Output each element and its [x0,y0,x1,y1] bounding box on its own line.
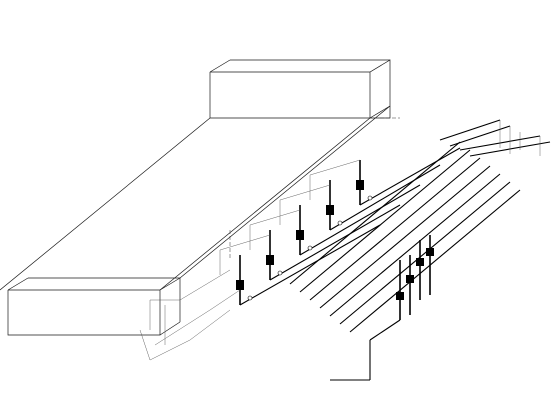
valve-2 [307,245,313,251]
pump-5 [236,280,244,290]
riser-equipment-4 [426,248,434,256]
suction-lines [219,159,361,275]
pump-4 [266,255,274,265]
top-right-headers [439,119,551,157]
riser-equipment-1 [416,258,424,266]
valve-markers [247,195,373,301]
upper-tank-outline [0,59,391,291]
pump-cluster [236,147,461,306]
riser-equipment-3 [396,292,404,300]
right-riser-stack [330,235,434,381]
dashed-lines [229,117,400,260]
pump-1 [356,180,364,190]
valve-4 [247,295,253,301]
valve-1 [337,220,343,226]
left-lower-piping [139,269,241,361]
riser-equipment-2 [406,275,414,283]
pump-3 [296,230,304,240]
valve-5 [367,195,373,201]
lower-tank-outline [7,277,181,336]
valve-3 [277,270,283,276]
pump-2 [326,205,334,215]
